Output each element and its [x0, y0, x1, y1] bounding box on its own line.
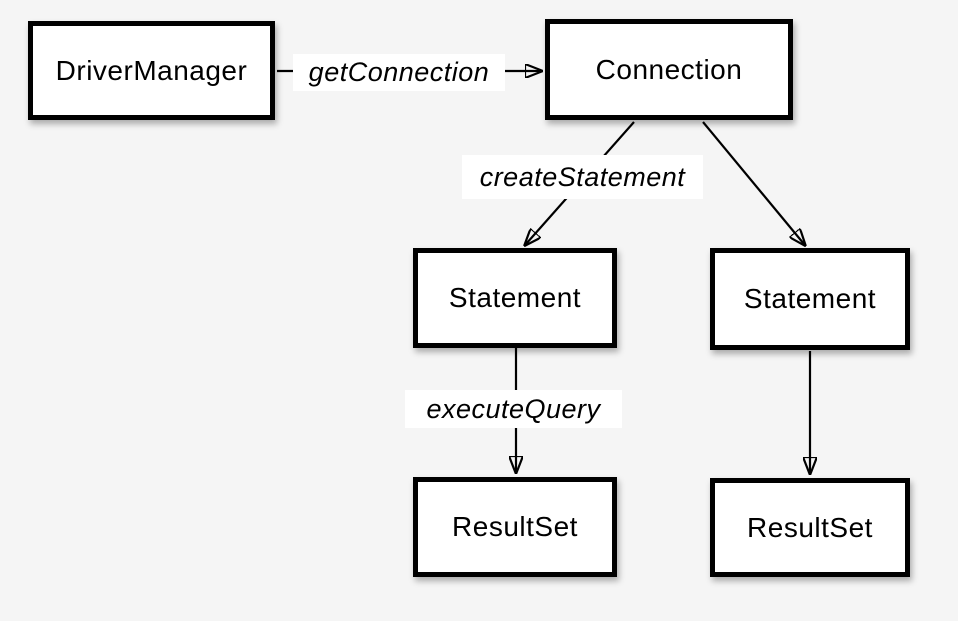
node-resultset-left-label: ResultSet	[452, 511, 578, 542]
node-statement-right: Statement	[710, 248, 910, 350]
node-connection-label: Connection	[595, 53, 743, 85]
edge-label-createstatement: createStatement	[462, 155, 703, 199]
node-resultset-left: ResultSet	[413, 477, 617, 577]
edge-label-getconnection: getConnection	[293, 54, 505, 91]
node-drivermanager: DriverManager	[28, 21, 275, 120]
node-resultset-right: ResultSet	[710, 478, 910, 577]
node-resultset-right-label: ResultSet	[747, 511, 873, 543]
node-statement-right-label: Statement	[743, 283, 877, 314]
node-connection: Connection	[545, 19, 793, 120]
arrow-connection-to-statement-right	[702, 121, 804, 244]
node-statement-left-label: Statement	[448, 282, 582, 313]
edge-label-executequery: executeQuery	[405, 390, 622, 428]
node-statement-left: Statement	[413, 248, 617, 348]
node-drivermanager-label: DriverManager	[55, 54, 248, 86]
